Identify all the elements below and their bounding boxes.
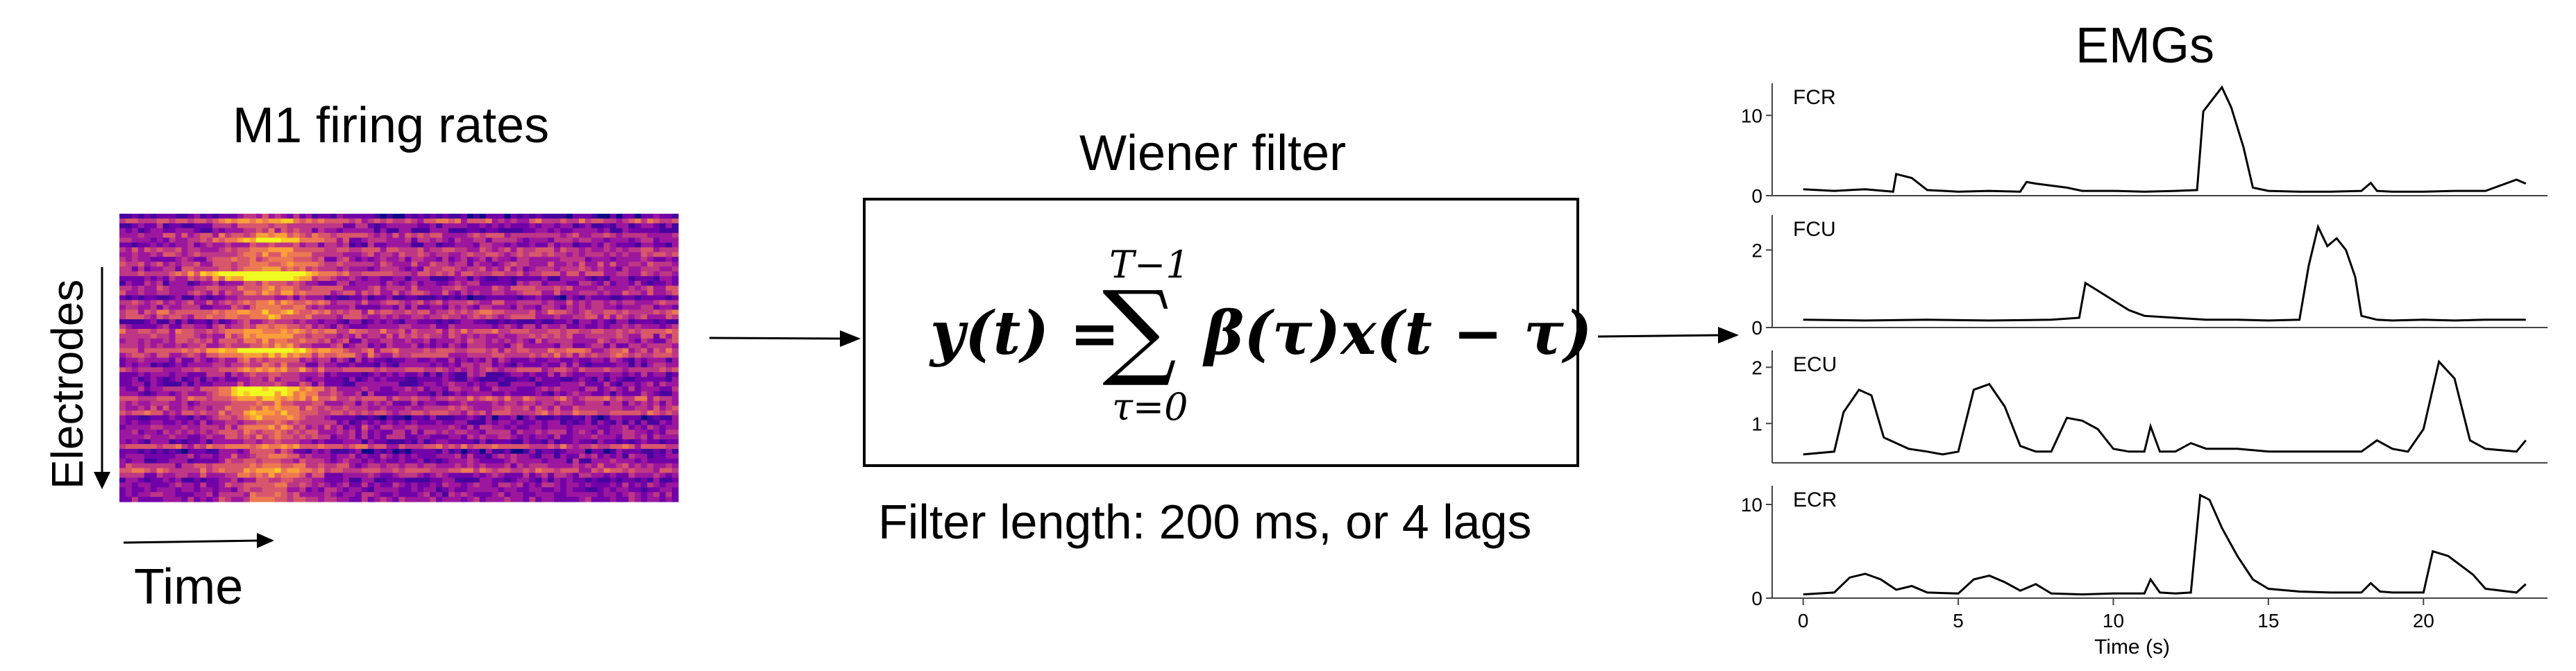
emg-trace-fcu [1803,223,2526,322]
emg-trace-ecr [1803,493,2527,596]
y-tick-label: 2 [1751,239,1762,261]
emg-panel-ecr: ECR 0 10 [1741,486,2548,609]
emg-x-axis-label: Time (s) [2094,636,2170,659]
y-tick-label: 0 [1751,588,1762,609]
equation-lhs: y(t) = [930,298,1120,368]
emg-panel-fcr: FCR 0 10 [1741,83,2548,207]
emg-channel-label: FCU [1793,218,1836,241]
firing-rate-heatmap [119,214,679,502]
emg-trace-ecu [1803,359,2527,456]
filter-length-caption: Filter length: 200 ms, or 4 lags [878,495,1532,549]
emg-channel-label: ECU [1793,353,1837,376]
sum-lower-limit: τ=0 [1112,385,1188,429]
time-axis-arrow [123,533,274,548]
wiener-filter-title: Wiener filter [1079,126,1347,181]
arrow-to-emgs [1597,327,1739,343]
y-tick-label: 10 [1741,105,1762,126]
emg-channel-label: FCR [1793,86,1836,109]
emg-panel-ecu: ECU 1 2 [1751,350,2548,464]
x-tick-label: 0 [1798,610,1809,631]
firing-rates-title: M1 firing rates [233,98,550,153]
emg-channel-label: ECR [1793,489,1837,511]
x-tick-label: 20 [2413,610,2434,631]
time-label: Time [134,559,244,615]
wiener-filter-box [863,198,1579,467]
x-tick-label: 5 [1953,610,1964,631]
wiener-filter-equation: y(t) = T−1 ∑ τ=0 β(τ)x(t − τ) [930,243,1592,430]
sum-upper-limit: T−1 [1109,243,1190,287]
equation-rhs: β(τ)x(t − τ) [1204,298,1592,368]
emg-panel-fcu: FCU 0 2 [1751,215,2548,339]
y-tick-label: 0 [1751,185,1762,207]
y-tick-label: 2 [1751,357,1762,378]
arrow-to-filter [709,330,861,347]
y-tick-label: 10 [1741,494,1762,516]
x-tick-label: 10 [2103,610,2124,631]
y-tick-label: 0 [1751,317,1762,339]
emg-title: EMGs [2076,18,2215,74]
sum-symbol: ∑ [1102,269,1177,390]
electrodes-label: Electrodes [42,279,92,489]
x-tick-label: 15 [2257,610,2279,631]
electrodes-axis-arrow [94,267,110,489]
emg-trace-fcr [1803,85,2527,193]
y-tick-label: 1 [1751,413,1762,434]
